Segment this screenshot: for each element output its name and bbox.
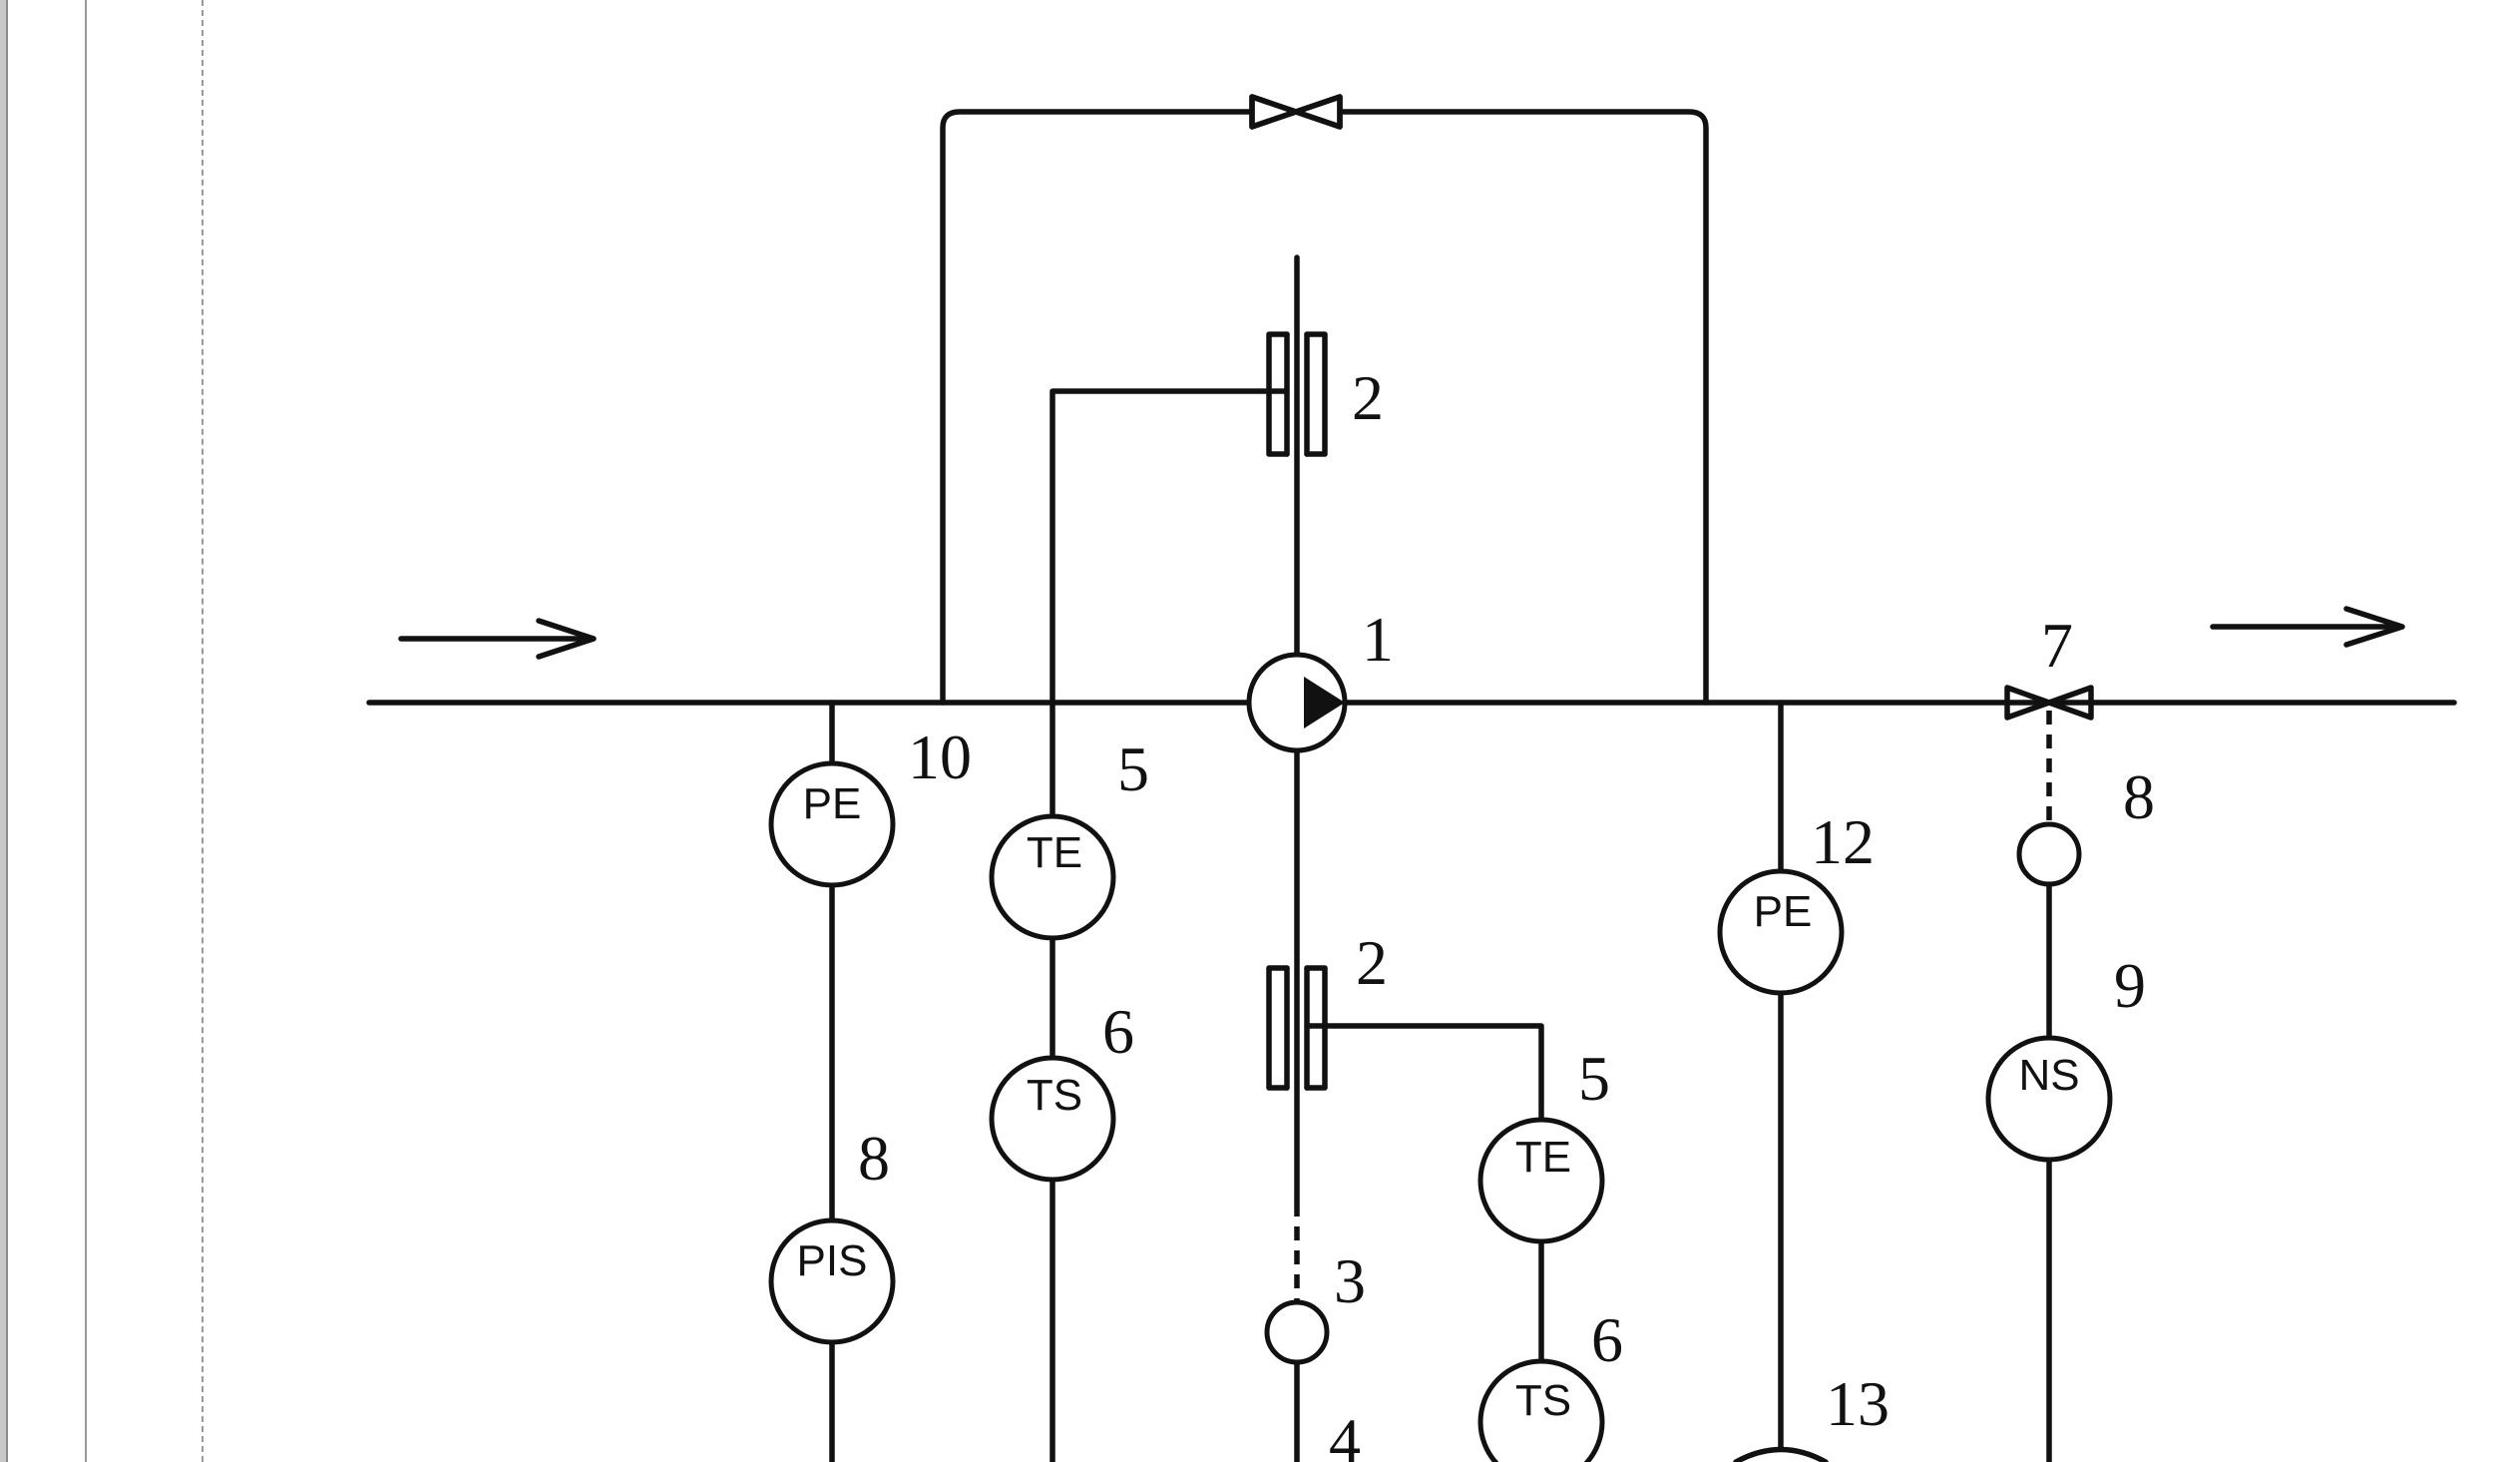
callout-pe-outlet: 12	[1811, 806, 1875, 877]
callout-pis: 8	[858, 1123, 890, 1194]
callout-bearing-top: 2	[1352, 362, 1384, 433]
callout-motor: 3	[1334, 1245, 1366, 1316]
actuator-icon	[2016, 821, 2082, 887]
window-frame-edge	[0, 0, 8, 1462]
ts-bottom-instrument: TS	[1477, 1358, 1605, 1462]
ts-top-tag: TS	[1027, 1071, 1082, 1120]
bypass-valve	[1249, 94, 1343, 130]
outlet-valve	[2004, 685, 2094, 721]
callout-actuator: 8	[2123, 761, 2155, 832]
callout-ns: 9	[2114, 950, 2146, 1021]
callout-te-bottom: 5	[1578, 1043, 1610, 1114]
te-top-tag: TE	[1027, 828, 1082, 877]
ns-tag: NS	[2018, 1051, 2079, 1100]
pe-inlet-tag: PE	[803, 779, 862, 828]
ts-bottom-tag: TS	[1515, 1376, 1571, 1425]
bearing-top-icon	[1266, 331, 1328, 457]
ns-instrument: NS	[1985, 1035, 2113, 1163]
pump-icon	[1246, 652, 1348, 753]
te-bottom-instrument: TE	[1477, 1117, 1605, 1244]
callout-pump: 1	[1362, 604, 1394, 675]
pis-instrument: PIS	[768, 1218, 896, 1345]
callout-ts-top: 6	[1102, 996, 1134, 1067]
frame-margin-line	[202, 0, 204, 1462]
pe-inlet-instrument: PE	[768, 760, 896, 888]
pis-tag: PIS	[797, 1236, 868, 1285]
te-bottom-tag: TE	[1515, 1133, 1571, 1182]
bypass-line	[940, 109, 1709, 706]
frame-border-line	[85, 0, 87, 1462]
outlet-flow-arrow	[2210, 606, 2405, 648]
callout-valve-out: 7	[2041, 610, 2073, 681]
pe-outlet-instrument: PE	[1717, 868, 1845, 996]
callout-te-top: 5	[1117, 733, 1149, 804]
callout-pe-inlet: 10	[908, 722, 972, 792]
bearing-top-signal-line	[1050, 388, 1290, 819]
te-top-instrument: TE	[989, 813, 1116, 941]
bottom-right-instrument-edge	[1733, 1446, 1829, 1462]
callout-shaft: 4	[1329, 1405, 1361, 1462]
callout-bearing-bottom: 2	[1356, 927, 1388, 998]
callout-ts-bottom: 6	[1591, 1304, 1623, 1375]
motor-icon	[1264, 1299, 1330, 1365]
inlet-flow-arrow	[398, 618, 597, 660]
pe-outlet-tag: PE	[1754, 887, 1813, 936]
callout-bottom-right: 13	[1826, 1368, 1890, 1439]
bearing-bottom-signal-line	[1304, 1023, 1544, 1123]
ts-top-instrument: TS	[989, 1055, 1116, 1183]
